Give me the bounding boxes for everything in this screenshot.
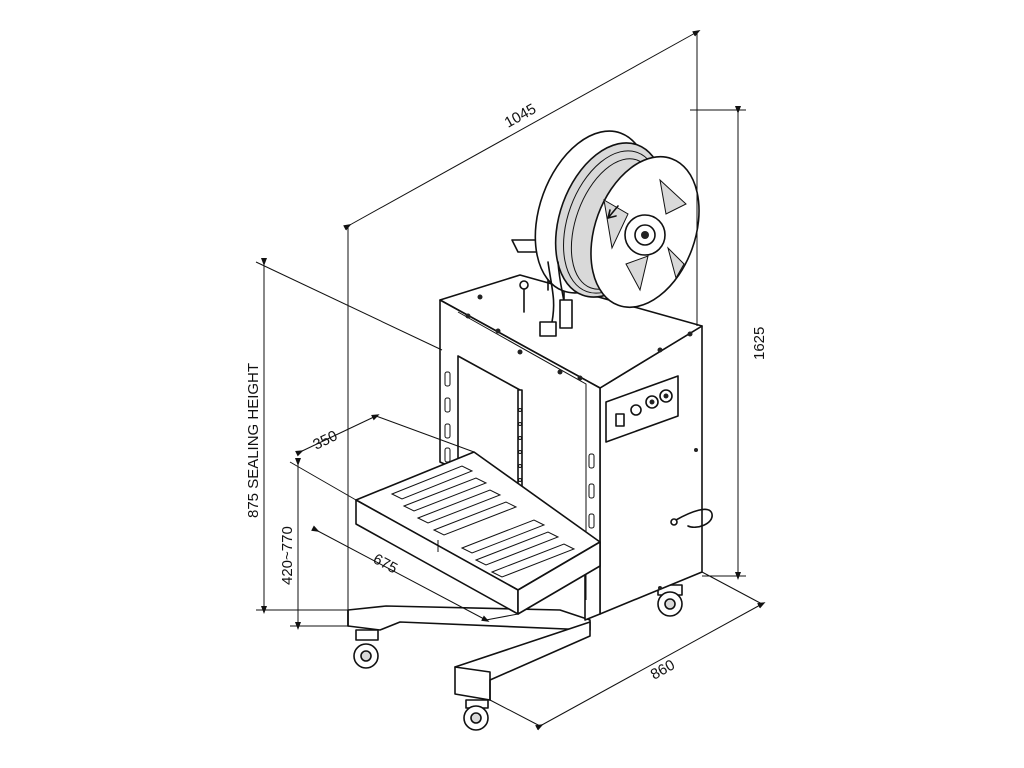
table-side-edge [517, 541, 601, 615]
control-panel [605, 375, 679, 443]
dim-overall-height: 1625 [751, 327, 768, 360]
caster-left [353, 629, 379, 669]
base-leg-left [347, 605, 591, 631]
tension-knob[interactable] [630, 404, 642, 416]
machine-cabinet [439, 274, 713, 621]
dim-table-depth: 350 [310, 427, 340, 453]
power-cable [675, 508, 713, 529]
release-knob[interactable] [519, 280, 529, 290]
left-post-slots [444, 371, 451, 463]
caster-right [657, 584, 683, 617]
caster-front [463, 699, 489, 731]
power-switch[interactable] [615, 413, 625, 427]
dimension-lines [255, 30, 766, 731]
strap-feed [519, 261, 573, 337]
dim-sealing-height: 875 SEALING HEIGHT [245, 363, 262, 518]
base-leg-front [454, 621, 591, 701]
right-post-slots [588, 453, 595, 529]
dim-table-width: 675 [370, 551, 400, 578]
top-screws [465, 294, 698, 590]
dim-overall-length: 1045 [502, 100, 539, 131]
dim-table-height-range: 420~770 [279, 526, 296, 585]
strap-guide [539, 321, 557, 337]
dim-base-width: 860 [648, 656, 678, 683]
